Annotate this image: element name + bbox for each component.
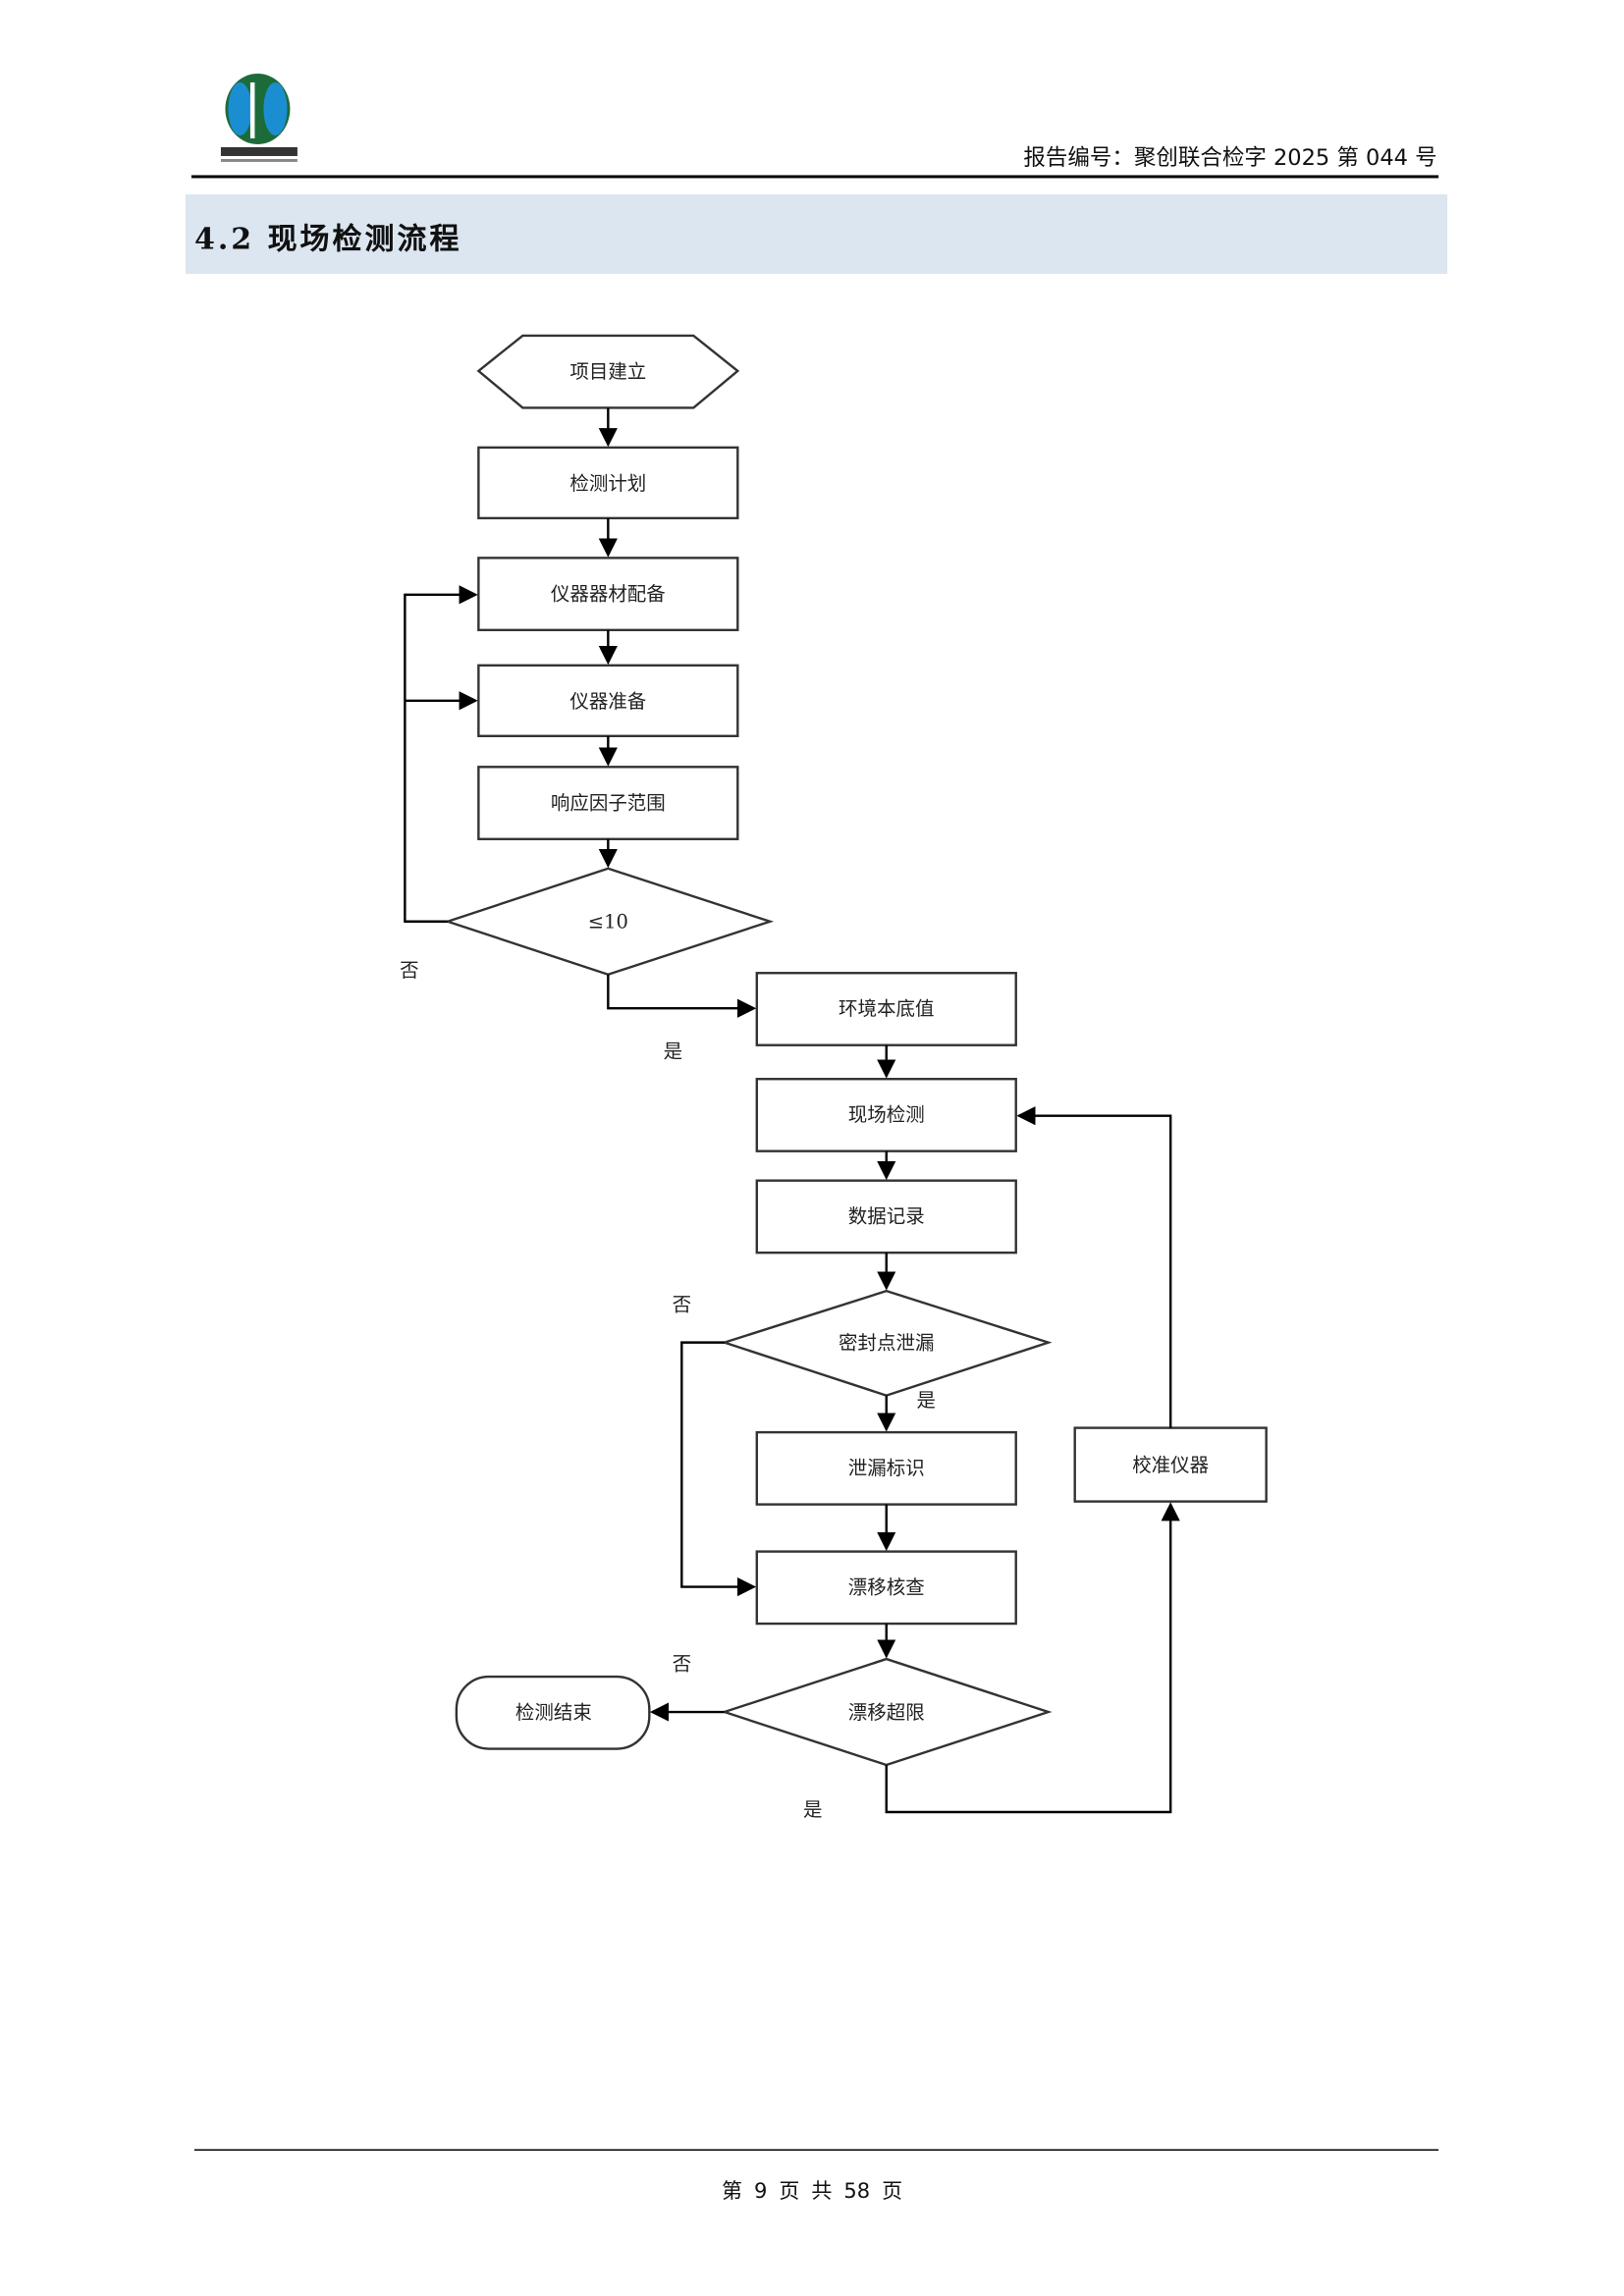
background-box [755, 972, 1017, 1046]
footer-text: 页 [882, 2179, 903, 2204]
decision-1 [444, 867, 775, 976]
report-number: 报告编号：聚创联合检字 2025 第 044 号 [1023, 143, 1437, 171]
prep-label: 仪器准备 [569, 690, 646, 713]
decision-3-label: 漂移超限 [848, 1701, 925, 1724]
yes-label-3: 是 [803, 1798, 822, 1821]
mark-box [755, 1430, 1017, 1506]
calibrate-box [1073, 1426, 1268, 1503]
yes-label-2: 是 [917, 1389, 936, 1412]
end-label: 检测结束 [515, 1701, 592, 1724]
footer-text: 页 [779, 2179, 800, 2204]
no-label-2: 否 [673, 1294, 691, 1316]
drift-label: 漂移核查 [848, 1576, 925, 1599]
drift-box [755, 1550, 1017, 1626]
end-node [455, 1675, 651, 1750]
response-label: 响应因子范围 [551, 791, 666, 814]
total-pages: 58 [843, 2179, 871, 2204]
yes-label-1: 是 [664, 1041, 682, 1063]
decision-2 [720, 1289, 1053, 1397]
footer-text: 第 [721, 2179, 742, 2204]
start-node [476, 334, 740, 409]
record-label: 数据记录 [848, 1205, 925, 1228]
record-box [755, 1179, 1017, 1255]
section-band [185, 193, 1448, 274]
mark-label: 泄漏标识 [848, 1457, 925, 1479]
background-label: 环境本底值 [839, 997, 934, 1020]
connectors [404, 407, 1180, 1814]
section-title: 4.2 现场检测流程 [193, 220, 462, 256]
field-label: 现场检测 [848, 1103, 925, 1126]
no-label-3: 否 [673, 1653, 691, 1676]
start-label: 项目建立 [569, 360, 646, 383]
footer-text: 共 [811, 2179, 833, 2204]
flowchart: 项目建立 检测计划 仪器器材配备 仪器准备 响应因子范围 ≤10 环境本底值 现… [400, 334, 1268, 1821]
calibrate-label: 校准仪器 [1132, 1454, 1209, 1476]
header-divider [190, 175, 1439, 179]
plan-box [477, 446, 739, 520]
footer-divider [193, 2149, 1439, 2151]
decision-2-label: 密封点泄漏 [839, 1332, 934, 1355]
decision-1-label: ≤10 [588, 911, 628, 934]
decision-3 [720, 1657, 1053, 1767]
no-label-1: 否 [400, 959, 418, 982]
equip-label: 仪器器材配备 [551, 582, 666, 605]
equip-box [477, 557, 739, 632]
prep-box [477, 664, 739, 737]
response-box [477, 766, 739, 840]
company-logo [220, 73, 298, 162]
plan-label: 检测计划 [569, 472, 646, 495]
current-page: 9 [753, 2179, 768, 2204]
